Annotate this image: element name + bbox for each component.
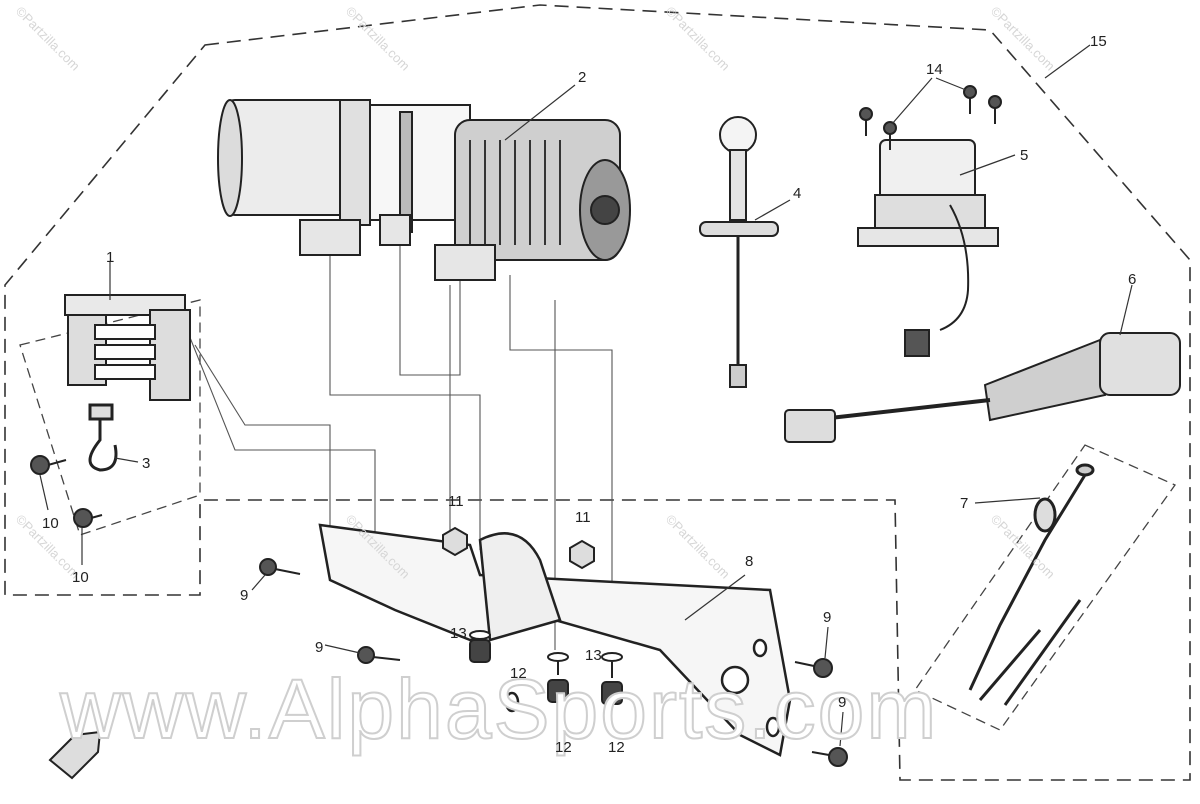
leader-9b [324, 644, 361, 654]
watermark: ©Partzilla.com [663, 512, 733, 582]
leader-6 [1119, 284, 1133, 336]
leader-14 [891, 77, 967, 125]
leader-9a [251, 574, 266, 591]
roller-fairlead [64, 294, 191, 401]
callout-9: 9 [315, 639, 323, 656]
handheld-remote [784, 332, 1181, 443]
callout-10: 10 [72, 569, 89, 586]
callout-8: 8 [745, 553, 753, 570]
winch-assembly [217, 99, 631, 281]
callout-11: 11 [448, 493, 464, 510]
watermark: ©Partzilla.com [343, 4, 413, 74]
mounting-plate [318, 523, 792, 757]
bolts-9 [259, 558, 848, 767]
leader-9c [824, 626, 829, 659]
leader-7 [974, 497, 1041, 504]
front-arrow-icon [48, 730, 102, 780]
leader-5 [959, 154, 1016, 176]
callout-12: 12 [555, 739, 572, 756]
callout-7: 7 [960, 495, 968, 512]
callout-labels: 1 2 3 4 5 6 7 8 9 9 9 9 10 10 11 11 12 1… [42, 33, 1136, 756]
callout-11: 11 [575, 509, 591, 526]
nuts-11 [442, 526, 595, 570]
callout-12: 12 [608, 739, 625, 756]
callout-12: 12 [510, 665, 527, 682]
leader-4 [754, 199, 791, 221]
callout-9: 9 [240, 587, 248, 604]
leader-15 [1044, 44, 1091, 79]
callout-5: 5 [1020, 147, 1028, 164]
battery-cables [968, 463, 1095, 706]
washers-13 [469, 630, 623, 662]
callout-9: 9 [838, 694, 846, 711]
callout-15: 15 [1090, 33, 1107, 50]
watermark: ©Partzilla.com [13, 4, 83, 74]
callout-2: 2 [578, 69, 586, 86]
partzilla-watermarks: ©Partzilla.com ©Partzilla.com ©Partzilla… [13, 4, 1058, 582]
site-watermark: www.AlphaSports.com [59, 662, 938, 756]
callout-3: 3 [142, 455, 150, 472]
rocker-switch [699, 116, 779, 388]
bolts-14 [859, 85, 1002, 150]
bolts-10 [30, 455, 103, 528]
contactor-relay [857, 139, 999, 357]
leader-2 [504, 84, 576, 141]
callout-13: 13 [585, 647, 602, 664]
assembly-boundary [4, 4, 1191, 781]
callout-4: 4 [793, 185, 801, 202]
callout-14: 14 [926, 61, 943, 78]
leader-8 [684, 574, 746, 621]
callout-1: 1 [106, 249, 114, 266]
callout-10: 10 [42, 515, 59, 532]
callout-6: 6 [1128, 271, 1136, 288]
leader-9d [839, 711, 844, 747]
group-boundary-7 [914, 444, 1176, 731]
callout-13: 13 [450, 625, 467, 642]
leader-10a [39, 474, 49, 511]
bolts-12 [469, 639, 623, 705]
leader-3 [114, 457, 139, 463]
hook [88, 403, 118, 472]
callout-9: 9 [823, 609, 831, 626]
